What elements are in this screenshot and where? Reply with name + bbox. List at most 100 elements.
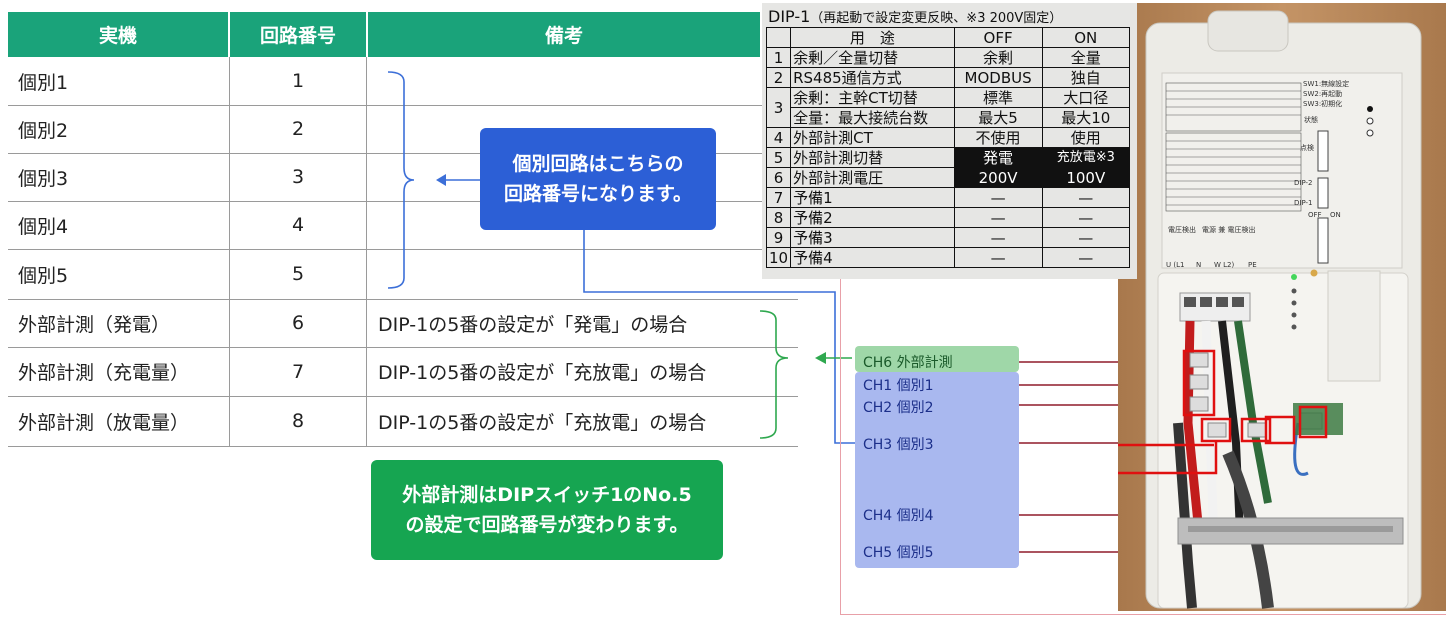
row-8-note: DIP-1の5番の設定が「充放電」の場合 <box>378 411 707 434</box>
ch3-label: CH3 個別3 <box>863 437 934 453</box>
row-divider <box>8 347 798 348</box>
callout-line-1: 個別回路はこちらの <box>512 153 684 175</box>
row-2-name: 個別2 <box>18 119 69 142</box>
dip1-off: 不使用 <box>953 127 1043 148</box>
dip1-head-off: OFF <box>953 27 1043 48</box>
row-6-number: 6 <box>291 312 305 334</box>
row-3-name: 個別3 <box>18 167 69 190</box>
dip1-off: 200V <box>953 167 1043 188</box>
column-divider <box>366 57 367 446</box>
dip1-off: 発電 <box>953 147 1043 168</box>
dip1-use: RS485通信方式 <box>790 67 955 88</box>
dip1-off: 余剰 <box>953 47 1043 68</box>
dip1-num: 2 <box>765 67 792 88</box>
sw1-label: SW1:無線設定 <box>1303 80 1350 88</box>
dip1-num: 4 <box>765 127 792 148</box>
dip1-use: 予備4 <box>790 247 955 268</box>
terminal-pe-label: PE <box>1248 261 1257 269</box>
row-8-name: 外部計測（放電量） <box>18 411 190 434</box>
sw2-label: SW2:再起動 <box>1303 90 1343 98</box>
row-divider <box>8 105 798 106</box>
row-7-note: DIP-1の5番の設定が「充放電」の場合 <box>378 362 707 384</box>
dip1-settings-table: DIP-1（再起動で設定変更反映、※3 200V固定） 用 途 OFF ON 1… <box>762 3 1137 279</box>
dip2-label: DIP-2 <box>1294 179 1313 187</box>
dip1-off: 標準 <box>953 87 1043 108</box>
dip1-on: 全量 <box>1041 47 1131 68</box>
ch4-label: CH4 個別4 <box>863 508 934 524</box>
dip1-off: 最大5 <box>953 107 1043 128</box>
dip1-title: DIP-1（再起動で設定変更反映、※3 200V固定） <box>768 7 1062 26</box>
dip1-on: — <box>1041 207 1131 228</box>
dip1-off: — <box>953 247 1043 268</box>
ch1-label: CH1 個別1 <box>863 378 934 394</box>
photo-frame-line <box>840 279 841 615</box>
dip1-off: MODBUS <box>953 67 1043 88</box>
dip1-head-num <box>765 27 792 48</box>
photo-frame-line <box>840 614 1446 615</box>
row-3-number: 3 <box>291 166 305 188</box>
dip1-on: 使用 <box>1041 127 1131 148</box>
dip1-num: 9 <box>765 227 792 248</box>
terminal-u-label: U (L1 <box>1166 261 1185 269</box>
terminal-w-label: W L2) <box>1214 261 1235 269</box>
dip1-off: — <box>953 187 1043 208</box>
dip1-num: 3 <box>765 87 792 128</box>
dip1-num: 10 <box>765 247 792 268</box>
device-illustration <box>1118 3 1446 611</box>
terminal-n-label: N <box>1196 261 1202 269</box>
dip1-use: 予備2 <box>790 207 955 228</box>
sw3-label: SW3:初期化 <box>1303 100 1343 108</box>
power-voltage-detect-label: 電源 兼 電圧検出 <box>1202 226 1256 234</box>
dip1-num: 5 <box>765 147 792 168</box>
callout-line-2: の設定で回路番号が変わります。 <box>405 514 689 536</box>
row-divider <box>8 249 798 250</box>
ch1-5-panel <box>855 372 1019 568</box>
row-divider <box>8 153 798 154</box>
ch2-label: CH2 個別2 <box>863 400 934 416</box>
dip1-off: — <box>953 227 1043 248</box>
column-divider <box>229 57 230 446</box>
dip1-off: — <box>953 207 1043 228</box>
state-label: 状態 <box>1304 116 1318 124</box>
dip1-title-main: DIP-1 <box>768 7 811 26</box>
dip1-num: 8 <box>765 207 792 228</box>
header-remarks: 備考 <box>368 12 760 57</box>
dip1-subtitle: （再起動で設定変更反映、※3 200V固定） <box>810 11 1063 26</box>
dip1-label: DIP-1 <box>1294 199 1313 207</box>
dip1-num: 6 <box>765 167 792 188</box>
dip1-head-row: 用 途 OFF ON <box>765 27 1131 48</box>
dip1-on: 大口径 <box>1041 87 1131 108</box>
check-label: 点検 <box>1300 144 1314 152</box>
dip1-use: 余剰：主幹CT切替 <box>790 87 955 108</box>
row-7-number: 7 <box>291 360 305 383</box>
dip1-on: — <box>1041 187 1131 208</box>
dip1-use: 全量：最大接続台数 <box>790 107 955 128</box>
row-2-number: 2 <box>291 118 305 140</box>
dip1-use: 外部計測切替 <box>790 147 955 168</box>
dip1-on: 100V <box>1041 167 1131 188</box>
dip1-use: 予備1 <box>790 187 955 208</box>
dip1-head-on: ON <box>1041 27 1131 48</box>
dip1-use: 外部計測電圧 <box>790 167 955 188</box>
row-5-number: 5 <box>291 263 305 285</box>
row-4-number: 4 <box>291 214 305 236</box>
voltage-detect-label: 電圧検出 <box>1168 226 1196 234</box>
dip1-on: — <box>1041 247 1131 268</box>
dip1-num: 7 <box>765 187 792 208</box>
dip1-use: 外部計測CT <box>790 127 955 148</box>
callout-line-1: 外部計測はDIPスイッチ1のNo.5 <box>402 484 692 506</box>
callout-line-2: 回路番号になります。 <box>503 183 693 205</box>
dip1-on: 独自 <box>1041 67 1131 88</box>
callout-individual-circuits: 個別回路はこちらの回路番号になります。 <box>480 128 716 230</box>
row-1-name: 個別1 <box>18 71 69 94</box>
